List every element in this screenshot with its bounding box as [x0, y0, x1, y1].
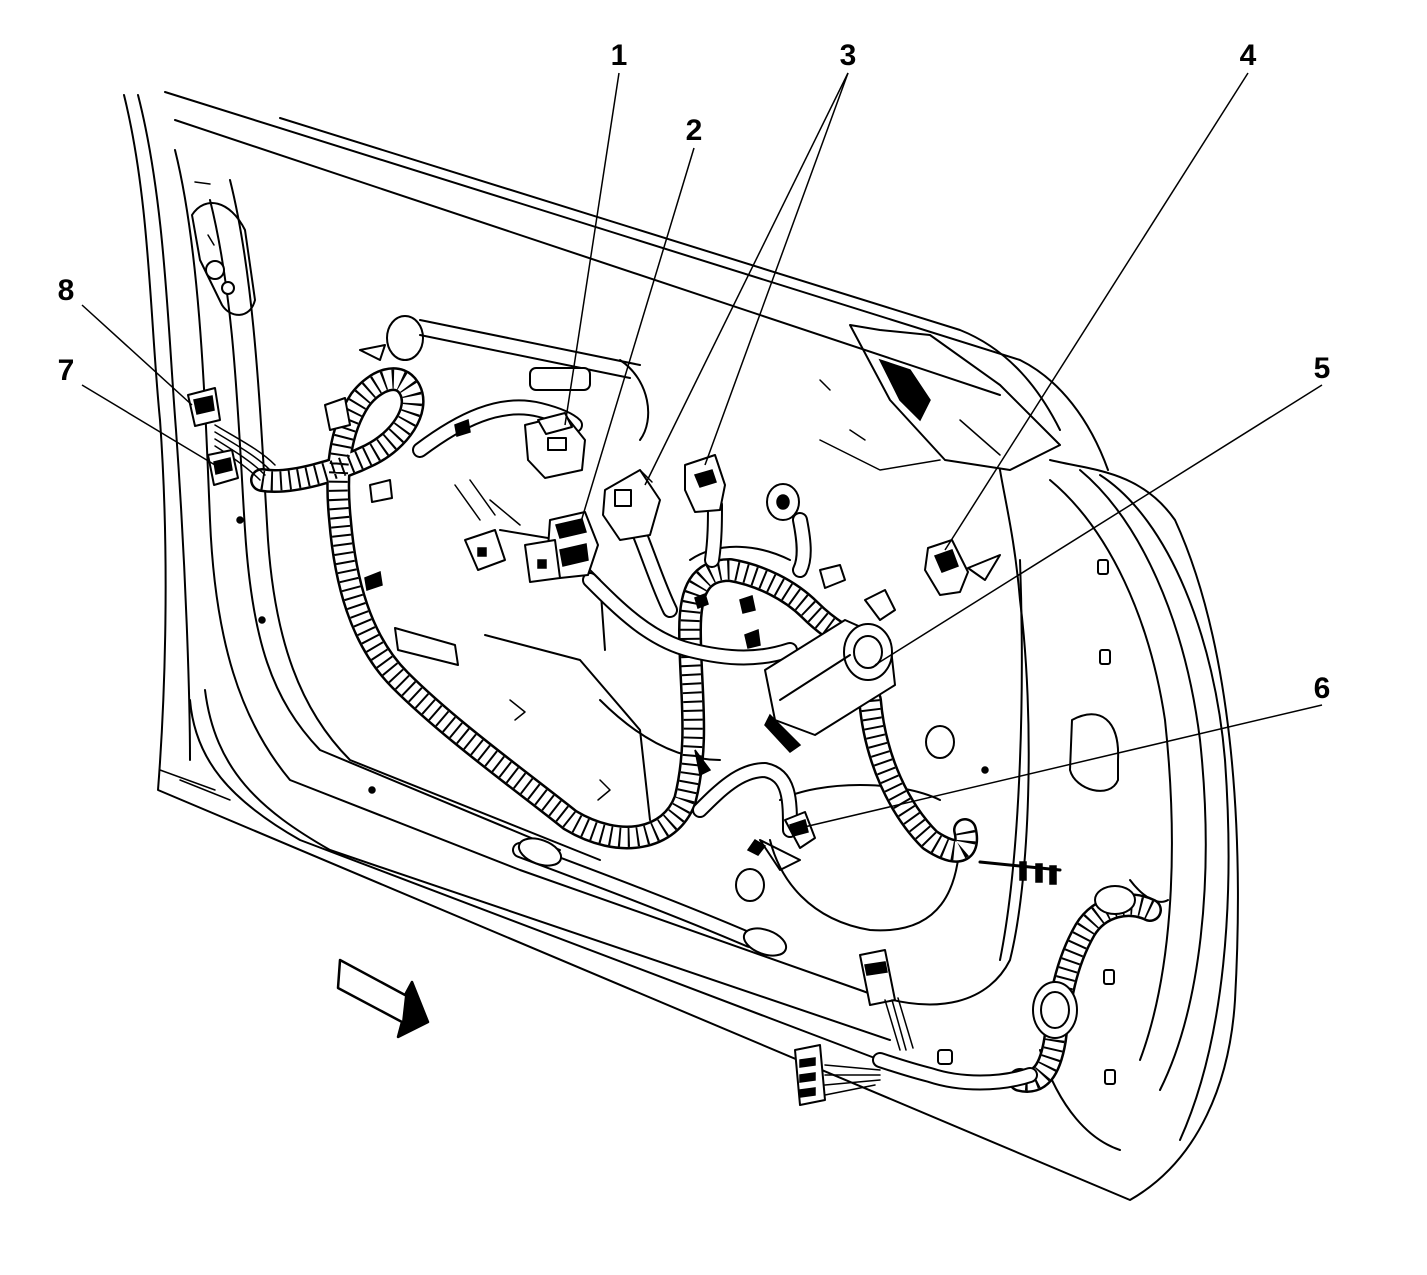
callout-leaders [81, 72, 1323, 829]
harness-clips [324, 397, 767, 856]
leader-5 [874, 384, 1323, 666]
leader-3b [704, 72, 849, 466]
connector-2 [454, 479, 599, 583]
connector-7 [207, 449, 239, 486]
leader-4 [944, 72, 1249, 551]
callout-6: 6 [1314, 672, 1331, 705]
leader-3a [644, 72, 849, 486]
callout-4: 4 [1240, 39, 1257, 72]
leader-8 [81, 304, 193, 406]
connector-4 [924, 539, 1001, 596]
door-grommet [978, 860, 1136, 1039]
connector-8 [187, 387, 221, 427]
leader-6 [799, 704, 1323, 829]
callout-3: 3 [840, 39, 857, 72]
door-hinge [191, 181, 256, 316]
window-motor-5 [764, 564, 896, 753]
lower-connector-bundle [794, 949, 953, 1106]
callout-8: 8 [58, 274, 75, 307]
callout-labels: 1 2 3 4 5 6 7 8 [58, 39, 1331, 705]
connector-3b [684, 454, 726, 513]
leader-1 [564, 72, 620, 426]
forward-arrow-icon [336, 958, 430, 1039]
callout-5: 5 [1314, 352, 1331, 385]
connector-6 [759, 811, 816, 871]
connector-3a [602, 469, 661, 541]
leader-2 [579, 147, 695, 526]
leader-7 [81, 384, 216, 466]
callout-2: 2 [686, 114, 703, 147]
callout-7: 7 [58, 354, 75, 387]
connector-1 [524, 412, 586, 479]
callout-1: 1 [611, 39, 628, 72]
window-regulator [359, 319, 650, 441]
